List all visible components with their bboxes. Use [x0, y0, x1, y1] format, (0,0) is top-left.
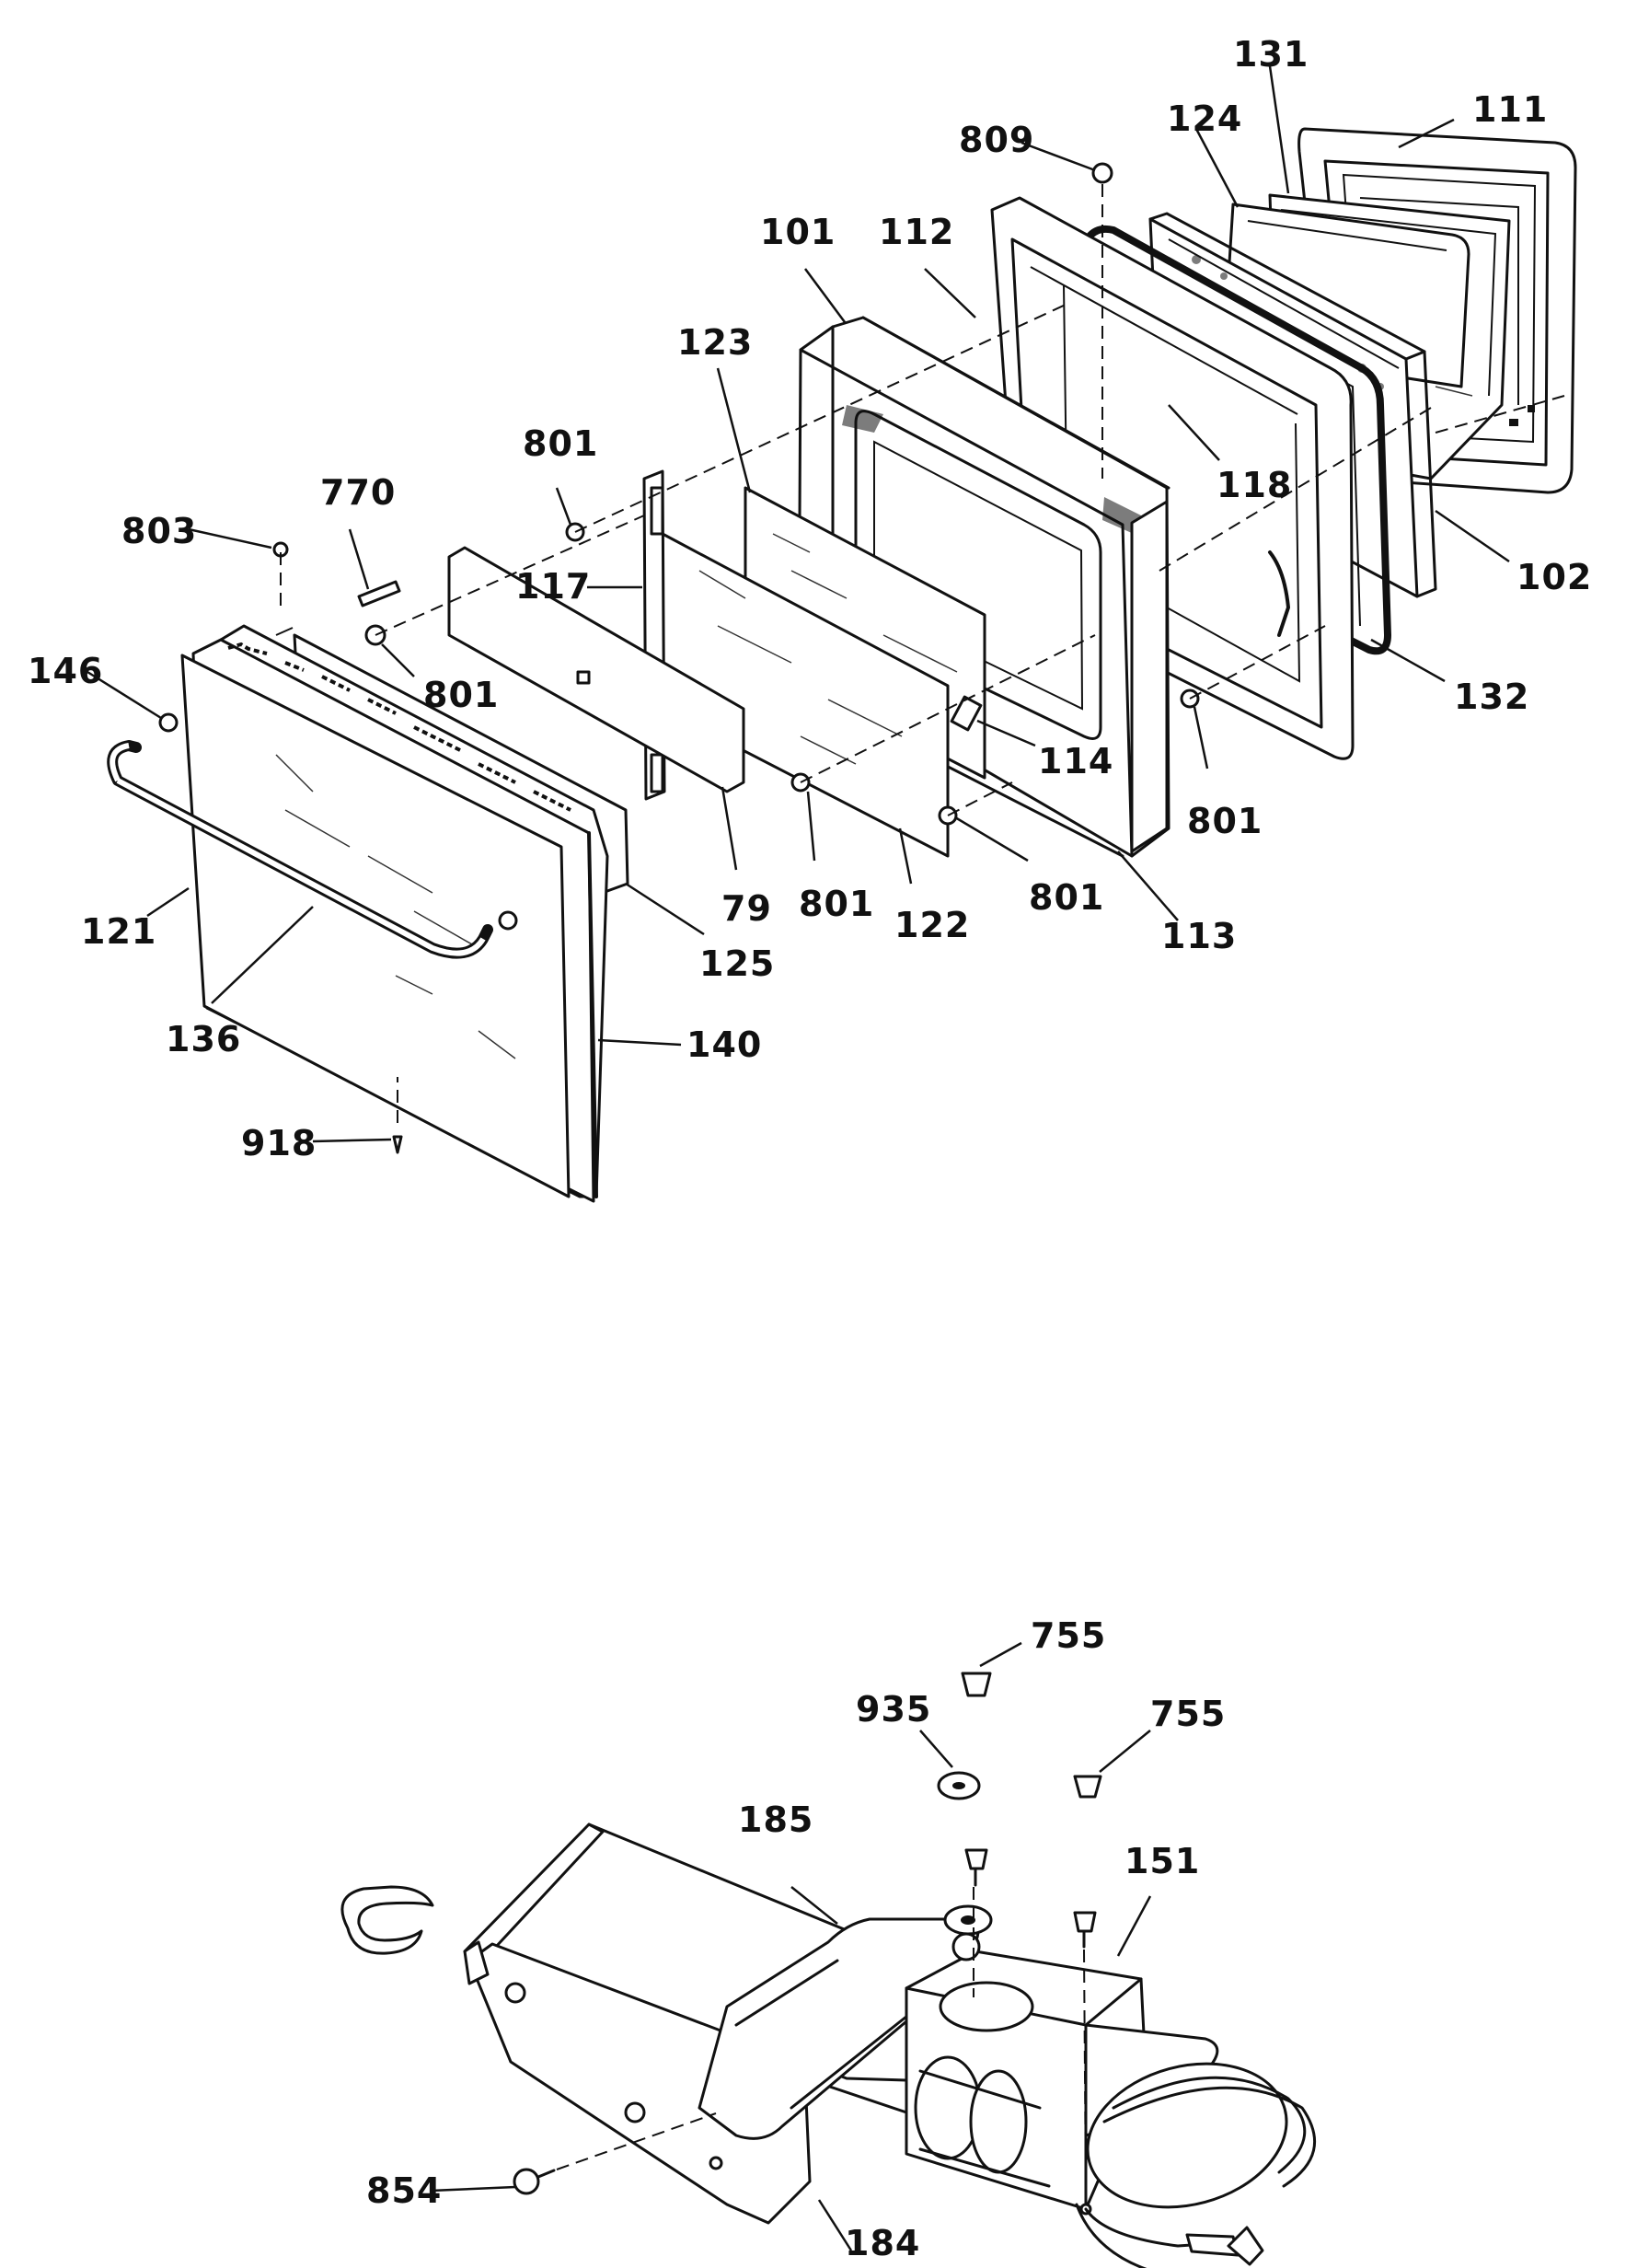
screw-755-b: [1073, 1911, 1097, 1933]
callout-123: 123: [677, 322, 753, 363]
callout-755-b: 755: [1150, 1694, 1226, 1734]
callout-140: 140: [686, 1024, 762, 1065]
callout-151: 151: [1124, 1841, 1200, 1881]
callout-801-top: 801: [523, 423, 598, 464]
callout-113: 113: [1161, 916, 1237, 956]
part-136-handle: [107, 740, 493, 959]
door-assembly: [86, 65, 1577, 1203]
callout-118: 118: [1217, 465, 1292, 505]
callout-79: 79: [721, 888, 772, 929]
callout-labels: 809 131 111 124 101 112 123 801 770 803 …: [28, 34, 1592, 2263]
callout-124: 124: [1167, 98, 1242, 139]
screw-770: [357, 580, 401, 608]
fasteners: [158, 162, 1200, 1154]
callout-801-mid2: 801: [1029, 877, 1104, 918]
screw-755-a: [964, 1848, 988, 1870]
latch-guides: [556, 1887, 1087, 2201]
callout-801-mid: 801: [799, 884, 874, 924]
screw-918: [392, 1135, 403, 1154]
callout-854: 854: [366, 2170, 442, 2211]
callout-117: 117: [515, 566, 591, 607]
callout-809: 809: [959, 120, 1034, 160]
latch-leaders: [430, 1641, 1152, 2251]
callout-755-a: 755: [1031, 1615, 1106, 1656]
screw-755-a-icon: [961, 1672, 992, 1697]
callout-918: 918: [241, 1123, 317, 1163]
callout-770: 770: [320, 472, 396, 513]
callout-101: 101: [760, 212, 836, 252]
washer-935-icon: [937, 1771, 981, 1800]
callout-131: 131: [1233, 34, 1309, 75]
callout-185: 185: [738, 1799, 813, 1840]
callout-121: 121: [81, 911, 156, 952]
callout-801-left: 801: [423, 675, 499, 715]
part-79-shield: [447, 546, 745, 793]
callout-122: 122: [894, 905, 970, 945]
screw-809: [1091, 162, 1113, 184]
screw-854: [513, 2168, 540, 2195]
nut-146: [158, 712, 179, 733]
callout-136: 136: [166, 1019, 241, 1059]
callout-114: 114: [1038, 741, 1113, 781]
callout-111: 111: [1472, 89, 1548, 130]
assembly-guides: [280, 184, 1565, 1123]
callout-125: 125: [699, 943, 775, 984]
callout-801-right: 801: [1187, 801, 1263, 841]
part-151-motor: [905, 1932, 1317, 2216]
callout-803: 803: [121, 511, 197, 551]
nut-146-b: [498, 910, 518, 931]
screw-755-b-icon: [1073, 1775, 1102, 1799]
callout-132: 132: [1454, 677, 1529, 717]
callout-112: 112: [879, 212, 954, 252]
latch-assembly: [340, 1641, 1317, 2268]
part-113-frame: [1130, 500, 1169, 853]
callout-146: 146: [28, 651, 103, 691]
callout-935: 935: [856, 1689, 931, 1730]
callout-102: 102: [1516, 557, 1592, 597]
part-121-outer-door: [180, 624, 609, 1203]
callout-184: 184: [845, 2223, 920, 2263]
callout-leaders: [86, 65, 1510, 1143]
wire-harness: [1075, 2203, 1264, 2268]
latch-fasteners: [513, 1848, 1097, 2195]
